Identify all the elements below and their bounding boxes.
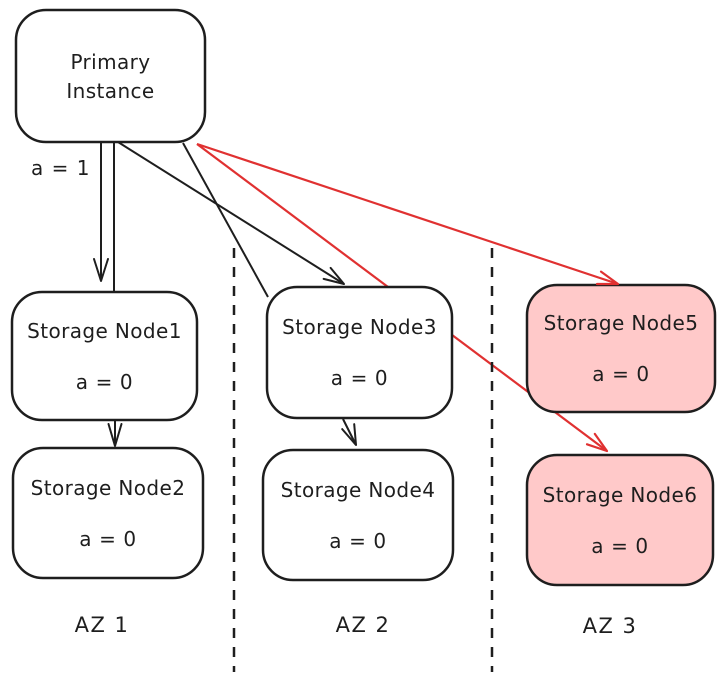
arrow-line: [196, 142, 619, 286]
storage-node5-box: [525, 283, 717, 414]
arrow-primary-to-node3: [117, 141, 345, 285]
arrow-node1-to-node2: [107, 420, 123, 447]
write-value-annotation: a = 1: [31, 156, 91, 180]
arrow-line: [342, 418, 357, 446]
arrowhead-icon: [341, 423, 357, 446]
az2-label: AZ 2: [335, 613, 391, 637]
arrowhead-icon: [107, 423, 123, 447]
arrow-primary-to-node5: [196, 142, 620, 286]
arrow-line: [117, 141, 345, 285]
storage-node3-box: [265, 285, 454, 420]
arrowhead-icon: [322, 266, 345, 285]
az1-label: AZ 1: [74, 613, 130, 637]
link-primary-to-node3: [182, 142, 269, 298]
primary-instance-box: [14, 8, 207, 144]
arrow-primary-to-node1: [93, 142, 109, 282]
az3-label: AZ 3: [582, 614, 638, 638]
arrow-node3-to-node4: [341, 418, 357, 446]
arrowhead-icon: [595, 270, 620, 286]
storage-node2-box: [11, 446, 205, 580]
storage-node1-box: [10, 290, 199, 422]
arrowhead-icon: [93, 258, 109, 282]
arrowhead-icon: [585, 432, 609, 453]
storage-node6-box: [525, 453, 715, 587]
storage-node4-box: [261, 448, 455, 582]
